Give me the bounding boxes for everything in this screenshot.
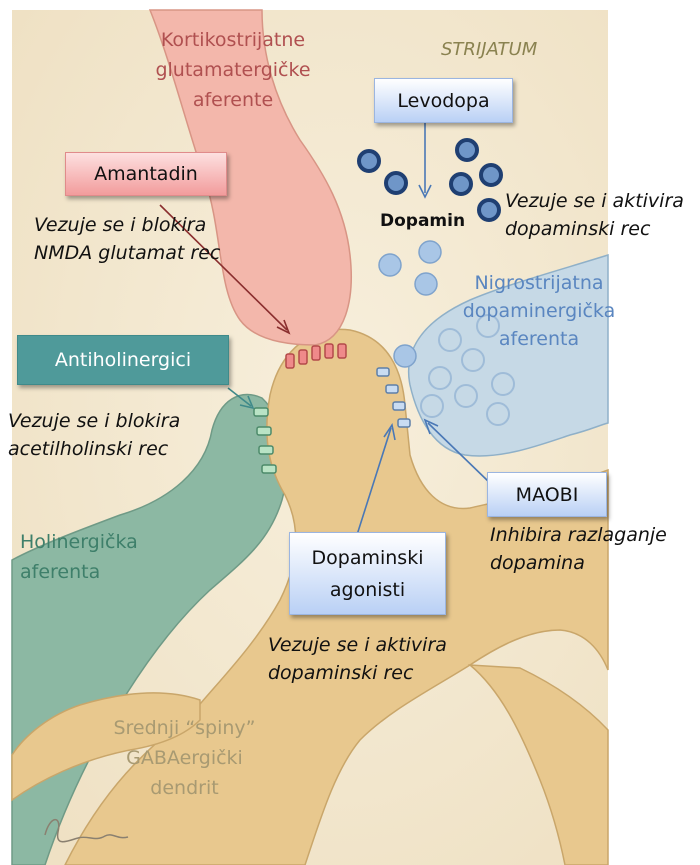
maobi-box: MAOBI (487, 472, 607, 517)
levodopa-label: Levodopa (397, 90, 489, 112)
agonisti-box: Dopaminski agonisti (289, 532, 446, 615)
amantadin-box: Amantadin (65, 152, 227, 196)
agonisti-label: Dopaminski agonisti (290, 542, 445, 606)
maobi-note: Inhibira razlaganje dopamina (490, 521, 700, 577)
maobi-label: MAOBI (516, 484, 579, 506)
nigrostriatal-afferent-label: Nigrostrijatna dopaminergička aferenta (448, 269, 630, 353)
cholinergic-afferent-label: Holinergička aferenta (20, 527, 170, 587)
striatum-label: STRIJATUM (441, 39, 537, 60)
antiholinergici-label: Antiholinergici (55, 349, 191, 371)
cortical-afferent-label: Kortikostrijatne glutamatergičke aferent… (115, 25, 351, 115)
antiholinergici-note: Vezuje se i blokira acetilholinski rec (8, 407, 218, 463)
amantadin-label: Amantadin (94, 163, 198, 185)
dopamine-label: Dopamin (380, 211, 465, 231)
amantadin-note: Vezuje se i blokira NMDA glutamat rec (34, 211, 264, 267)
levodopa-box: Levodopa (374, 78, 513, 123)
antiholinergici-box: Antiholinergici (17, 335, 229, 385)
dendrite-label: Srednji “spiny” GABAergički dendrit (92, 713, 277, 803)
levodopa-note: Vezuje se i aktivira dopaminski rec (505, 187, 700, 243)
agonisti-note: Vezuje se i aktivira dopaminski rec (268, 631, 468, 687)
